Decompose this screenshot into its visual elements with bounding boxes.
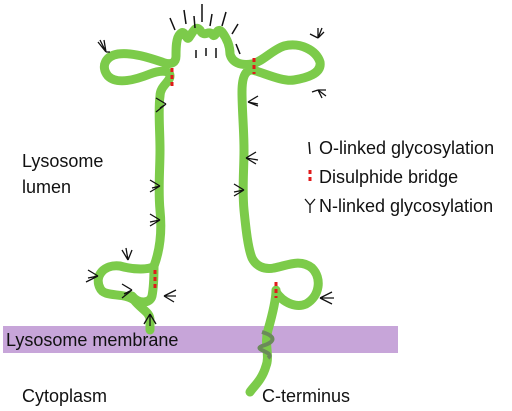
- legend-label: O-linked glycosylation: [319, 138, 495, 158]
- legend-label: N-linked glycosylation: [319, 196, 494, 216]
- legend-label: Disulphide bridge: [319, 167, 459, 187]
- o-linked-icon: [308, 141, 311, 155]
- n-linked-icon: [143, 313, 157, 326]
- o-linked-icon: [209, 13, 213, 27]
- polypeptide-chain: [93, 23, 325, 397]
- lysosome-membrane: [3, 326, 398, 353]
- lumen-label-line1: Lysosome: [22, 151, 104, 171]
- n-linked-icon: [149, 213, 161, 227]
- o-linked-icon: [183, 9, 187, 25]
- o-linked-icon: [221, 11, 227, 27]
- n-linked-icon: [304, 198, 316, 213]
- n-linked-icon: [319, 291, 334, 305]
- n-linked-icon: [121, 283, 133, 299]
- o-linked-sites: [169, 4, 241, 58]
- n-linked-icon: [245, 151, 259, 165]
- o-linked-icon: [235, 43, 241, 55]
- o-linked-icon: [193, 15, 196, 29]
- n-linked-icon: [163, 289, 177, 303]
- cytoplasm-label: Cytoplasm: [22, 386, 108, 406]
- n-linked-icon: [247, 95, 259, 107]
- o-linked-icon: [169, 17, 176, 31]
- n-linked-icon: [309, 27, 325, 39]
- n-linked-icon: [97, 39, 110, 53]
- lumen-label-line2: lumen: [22, 177, 72, 197]
- n-linked-icon: [311, 89, 327, 99]
- lower-left-loop: [127, 261, 159, 307]
- o-linked-icon: [231, 23, 239, 35]
- n-linked-icon: [121, 247, 133, 261]
- n-linked-icon: [149, 179, 161, 193]
- n-linked-icon: [155, 97, 167, 113]
- n-linked-sites: [85, 27, 334, 326]
- c-terminus-label: C-terminus: [262, 386, 351, 406]
- transmembrane-helix: [257, 330, 275, 360]
- disulphide-bridges: [153, 58, 278, 298]
- disulphide-icon: [308, 170, 312, 184]
- n-linked-icon: [233, 183, 245, 197]
- membrane-label: Lysosome membrane: [6, 330, 179, 350]
- n-linked-icon: [85, 269, 99, 283]
